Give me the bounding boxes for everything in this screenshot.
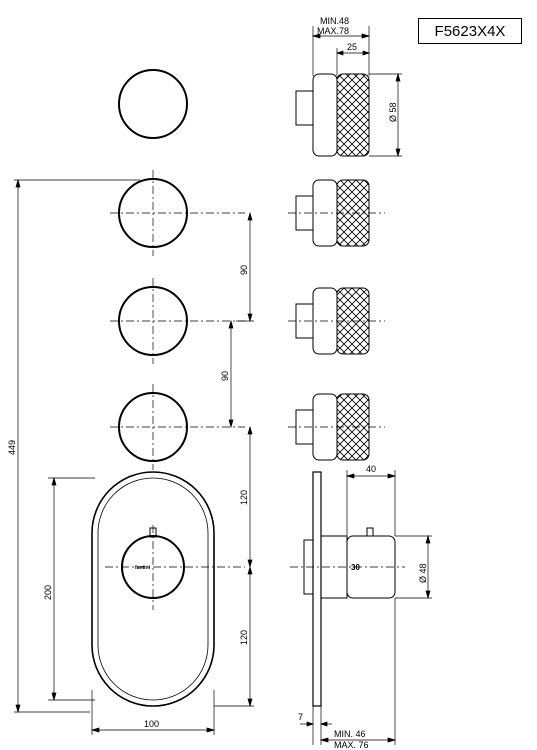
dim-side-top: [311, 26, 371, 76]
dim-total-height: [14, 178, 140, 714]
dim-plate-thickness-label: 7: [298, 712, 303, 722]
front-plate: [91, 471, 245, 707]
dim-body-depth-label: 40: [366, 464, 376, 474]
dim-plate-width: [90, 690, 216, 735]
dim-min-top: MIN.48: [320, 16, 349, 26]
dim-plate-lower-label: 120: [239, 630, 249, 645]
dim-plate-lower: [214, 565, 254, 708]
product-code: F5623X4X: [434, 22, 506, 40]
product-code-box: F5623X4X: [418, 18, 522, 44]
dim-plate-width-label: 100: [144, 719, 159, 729]
dim-body-diameter: [395, 534, 432, 600]
dim-total-height-label: 449: [7, 440, 17, 455]
dim-plate-upper: [247, 425, 253, 569]
side-knob-3: [288, 287, 385, 355]
dim-side-bottom: [300, 598, 397, 745]
side-knob-2: [288, 179, 385, 247]
front-knob-2: [110, 170, 245, 256]
dim-knob-diameter: [369, 72, 402, 158]
brand-mark: fantini: [135, 565, 151, 571]
dim-knob-depth: 25: [347, 42, 357, 52]
side-knob-1: [295, 73, 370, 157]
dim-spacing-middle: [228, 319, 234, 429]
body-label: 30: [351, 563, 360, 572]
dim-plate-upper-label: 120: [239, 490, 249, 505]
dim-body-diameter-label: Ø 48: [418, 563, 428, 583]
side-knob-4: [288, 393, 385, 461]
dim-min-bottom: MIN. 46: [334, 729, 366, 739]
front-knob-4: [110, 384, 245, 470]
side-plate-body: [290, 471, 405, 707]
front-knob-1: [118, 69, 188, 139]
dim-max-bottom: MAX. 76: [334, 740, 369, 750]
dim-plate-height: [48, 476, 95, 702]
dim-spacing-2-label: 90: [220, 371, 230, 381]
dim-knob-diameter-label: Ø 58: [388, 102, 398, 122]
dim-plate-height-label: 200: [43, 585, 53, 600]
dim-body-depth: [345, 470, 397, 536]
front-knob-3: [110, 278, 245, 364]
dim-max-top: MAX.78: [317, 26, 349, 36]
dim-spacing-upper: [236, 211, 254, 323]
dim-spacing-1-label: 90: [239, 265, 249, 275]
